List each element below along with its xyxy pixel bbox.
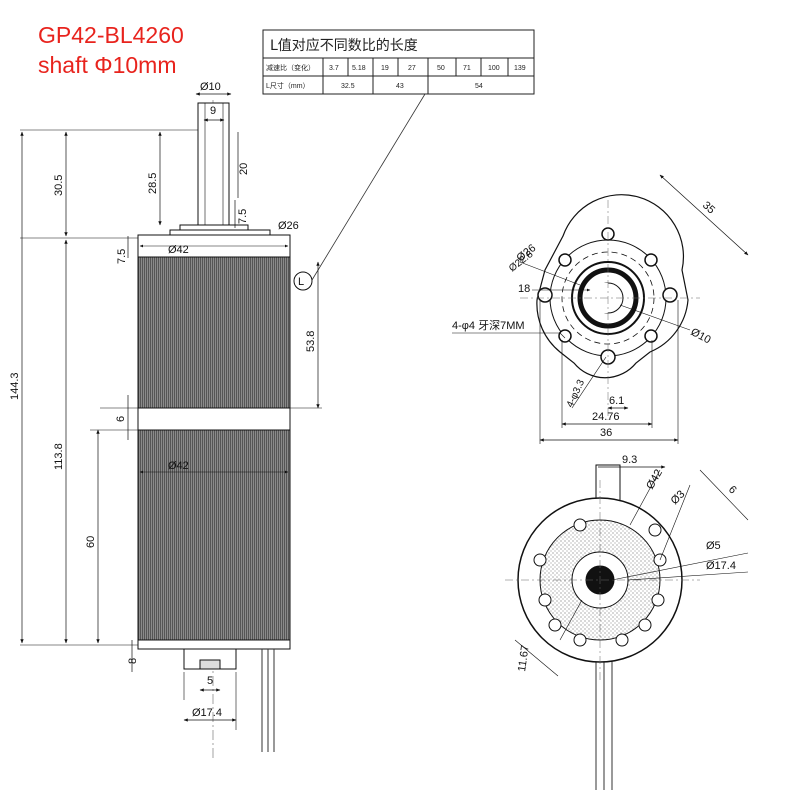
length-cell: 54 [475, 83, 483, 90]
dim-7-5-flange: 7.5 [116, 249, 128, 264]
ratio-cell: 139 [514, 65, 526, 72]
l-marker: L [298, 276, 304, 288]
ratio-cell: 19 [381, 65, 389, 72]
shaft-subtitle: shaft Φ10mm [38, 52, 177, 78]
rear-view: 9.3 Ø42 Ø3 6 Ø5 Ø17.4 11.67 [505, 454, 749, 790]
dim-8: 8 [127, 658, 139, 664]
ratio-cell: 100 [488, 65, 500, 72]
ratio-cell: 3.7 [329, 65, 339, 72]
dim-9-3: 9.3 [622, 454, 637, 466]
dim-36: 36 [600, 427, 612, 439]
side-view: L 144.3 30.5 113.8 7.5 6 60 8 28.5 20 [9, 81, 322, 760]
dim-144-3: 144.3 [9, 372, 21, 400]
front-view: 35 Ø26 Ø22.8 18 4-φ4 牙深7MM Ø10 4-φ3.3 6.… [452, 174, 749, 444]
front-holes-note: 4-φ4 牙深7MM [452, 319, 525, 332]
table-header: L值对应不同数比的长度 [270, 37, 418, 54]
dim-113-8: 113.8 [53, 443, 65, 470]
dim-rear-dia: Ø17.4 [192, 707, 222, 719]
dim-gear-dia: Ø42 [168, 244, 189, 256]
dim-20: 20 [238, 163, 250, 175]
dim-7-5-boss: 7.5 [237, 209, 249, 224]
dim-motor-dia: Ø42 [168, 460, 189, 472]
ratio-cell: 5.18 [352, 65, 366, 72]
dim-rear-boss: Ø17.4 [706, 560, 736, 572]
dim-boss-dia: Ø26 [278, 220, 299, 232]
dim-6-gap: 6 [115, 416, 127, 422]
dim-front-shaft: Ø10 [689, 326, 713, 346]
dim-shaft-dia: Ø10 [200, 81, 221, 93]
dim-6-1: 6.1 [609, 395, 624, 407]
dim-front-holes: 4-φ3.3 [565, 378, 588, 410]
table-length-label: L尺寸（mm） [266, 81, 310, 90]
dim-24-76: 24.76 [592, 411, 620, 423]
model-title: GP42-BL4260 [38, 22, 184, 48]
dim-53-8: 53.8 [305, 331, 317, 352]
table-ratio-label: 减速比（变化） [266, 63, 315, 72]
length-cell: 32.5 [341, 83, 355, 90]
ratio-cell: 50 [437, 65, 445, 72]
length-table: L值对应不同数比的长度 减速比（变化） 3.7 5.18 19 27 50 71… [262, 29, 535, 95]
dim-rear-6: 6 [726, 484, 739, 497]
dim-18: 18 [518, 283, 530, 295]
dim-60: 60 [85, 536, 97, 548]
dim-28-5: 28.5 [147, 173, 159, 194]
dim-30-5: 30.5 [53, 175, 65, 196]
dim-5: 5 [207, 675, 213, 687]
dim-11-67: 11.67 [516, 644, 532, 672]
dim-9: 9 [210, 105, 216, 117]
dim-rear-center: Ø5 [706, 540, 721, 552]
length-cell: 43 [396, 83, 404, 90]
ratio-cell: 71 [463, 65, 471, 72]
ratio-cell: 27 [408, 65, 416, 72]
